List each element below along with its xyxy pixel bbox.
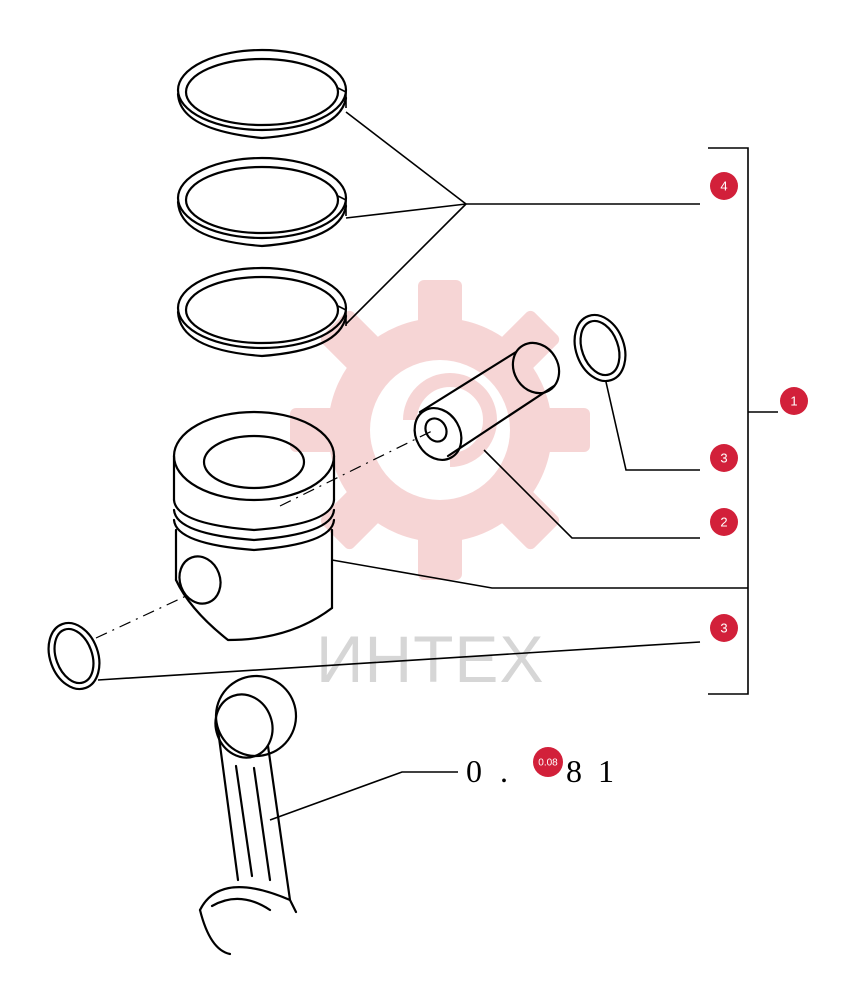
svg-text:3: 3 xyxy=(720,451,727,466)
connecting-rod xyxy=(198,674,298,956)
callout-3-upper: 3 xyxy=(710,444,738,472)
watermark: ИНТЕХ xyxy=(290,280,590,696)
piston-ring-middle xyxy=(176,156,348,248)
svg-text:4: 4 xyxy=(720,179,727,194)
reference-char-2: 8 xyxy=(566,753,582,789)
circlip-left xyxy=(47,621,101,691)
callout-4: 4 xyxy=(710,172,738,200)
reference-badge-text: 0.08 xyxy=(538,758,558,769)
reference-char-1: . xyxy=(500,753,508,789)
reference-number: 0 . 0.08 8 1 xyxy=(466,747,614,789)
reference-char-3: 1 xyxy=(598,753,614,789)
reference-char-0: 0 xyxy=(466,753,482,789)
callout-2: 2 xyxy=(710,508,738,536)
piston-pin xyxy=(413,341,561,461)
svg-text:3: 3 xyxy=(720,621,727,636)
piston xyxy=(172,410,336,642)
circlip-right xyxy=(573,313,627,383)
callout-3-lower: 3 xyxy=(710,614,738,642)
leader-lines xyxy=(97,111,778,821)
piston-ring-bottom xyxy=(176,266,348,358)
callout-1: 1 xyxy=(780,387,808,415)
piston-ring-top xyxy=(176,48,348,140)
svg-text:1: 1 xyxy=(790,394,797,409)
reference-badge xyxy=(533,747,563,777)
svg-text:2: 2 xyxy=(720,515,727,530)
gear-watermark-icon xyxy=(290,280,590,580)
